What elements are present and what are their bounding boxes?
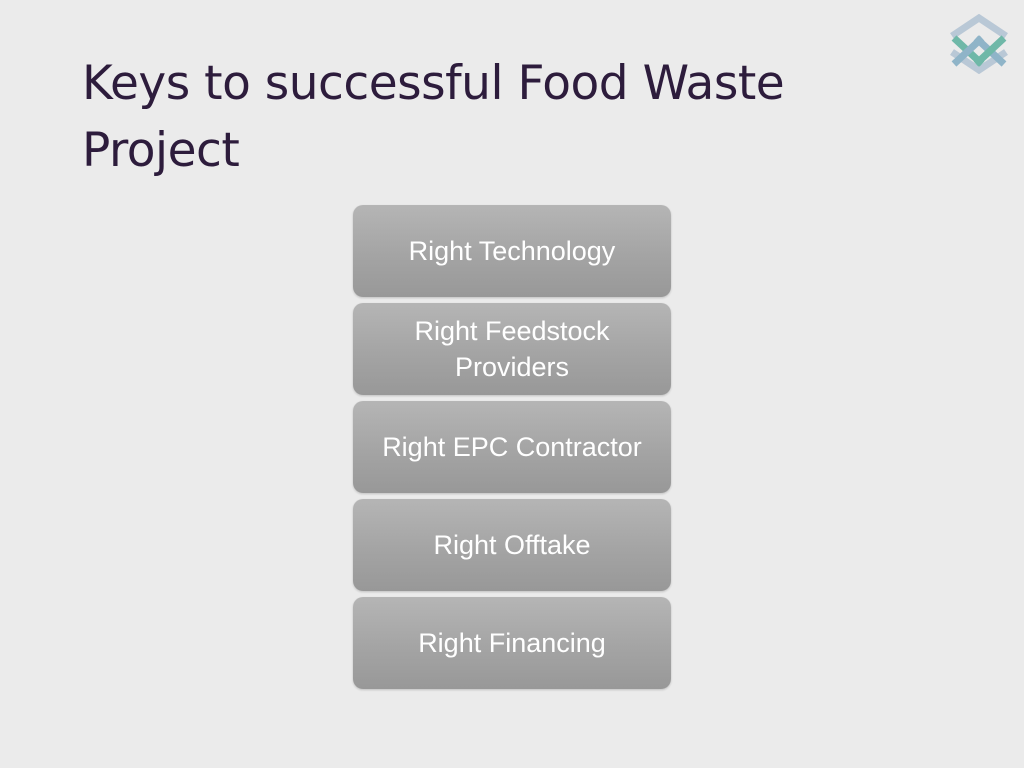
key-box-financing: Right Financing [353,597,671,689]
key-box-offtake: Right Offtake [353,499,671,591]
key-box-technology: Right Technology [353,205,671,297]
slide-title: Keys to successful Food Waste Project [82,56,785,178]
company-logo-icon [946,13,1012,75]
key-box-feedstock-providers: Right Feedstock Providers [353,303,671,395]
keys-list: Right Technology Right Feedstock Provide… [353,205,671,689]
key-box-epc-contractor: Right EPC Contractor [353,401,671,493]
